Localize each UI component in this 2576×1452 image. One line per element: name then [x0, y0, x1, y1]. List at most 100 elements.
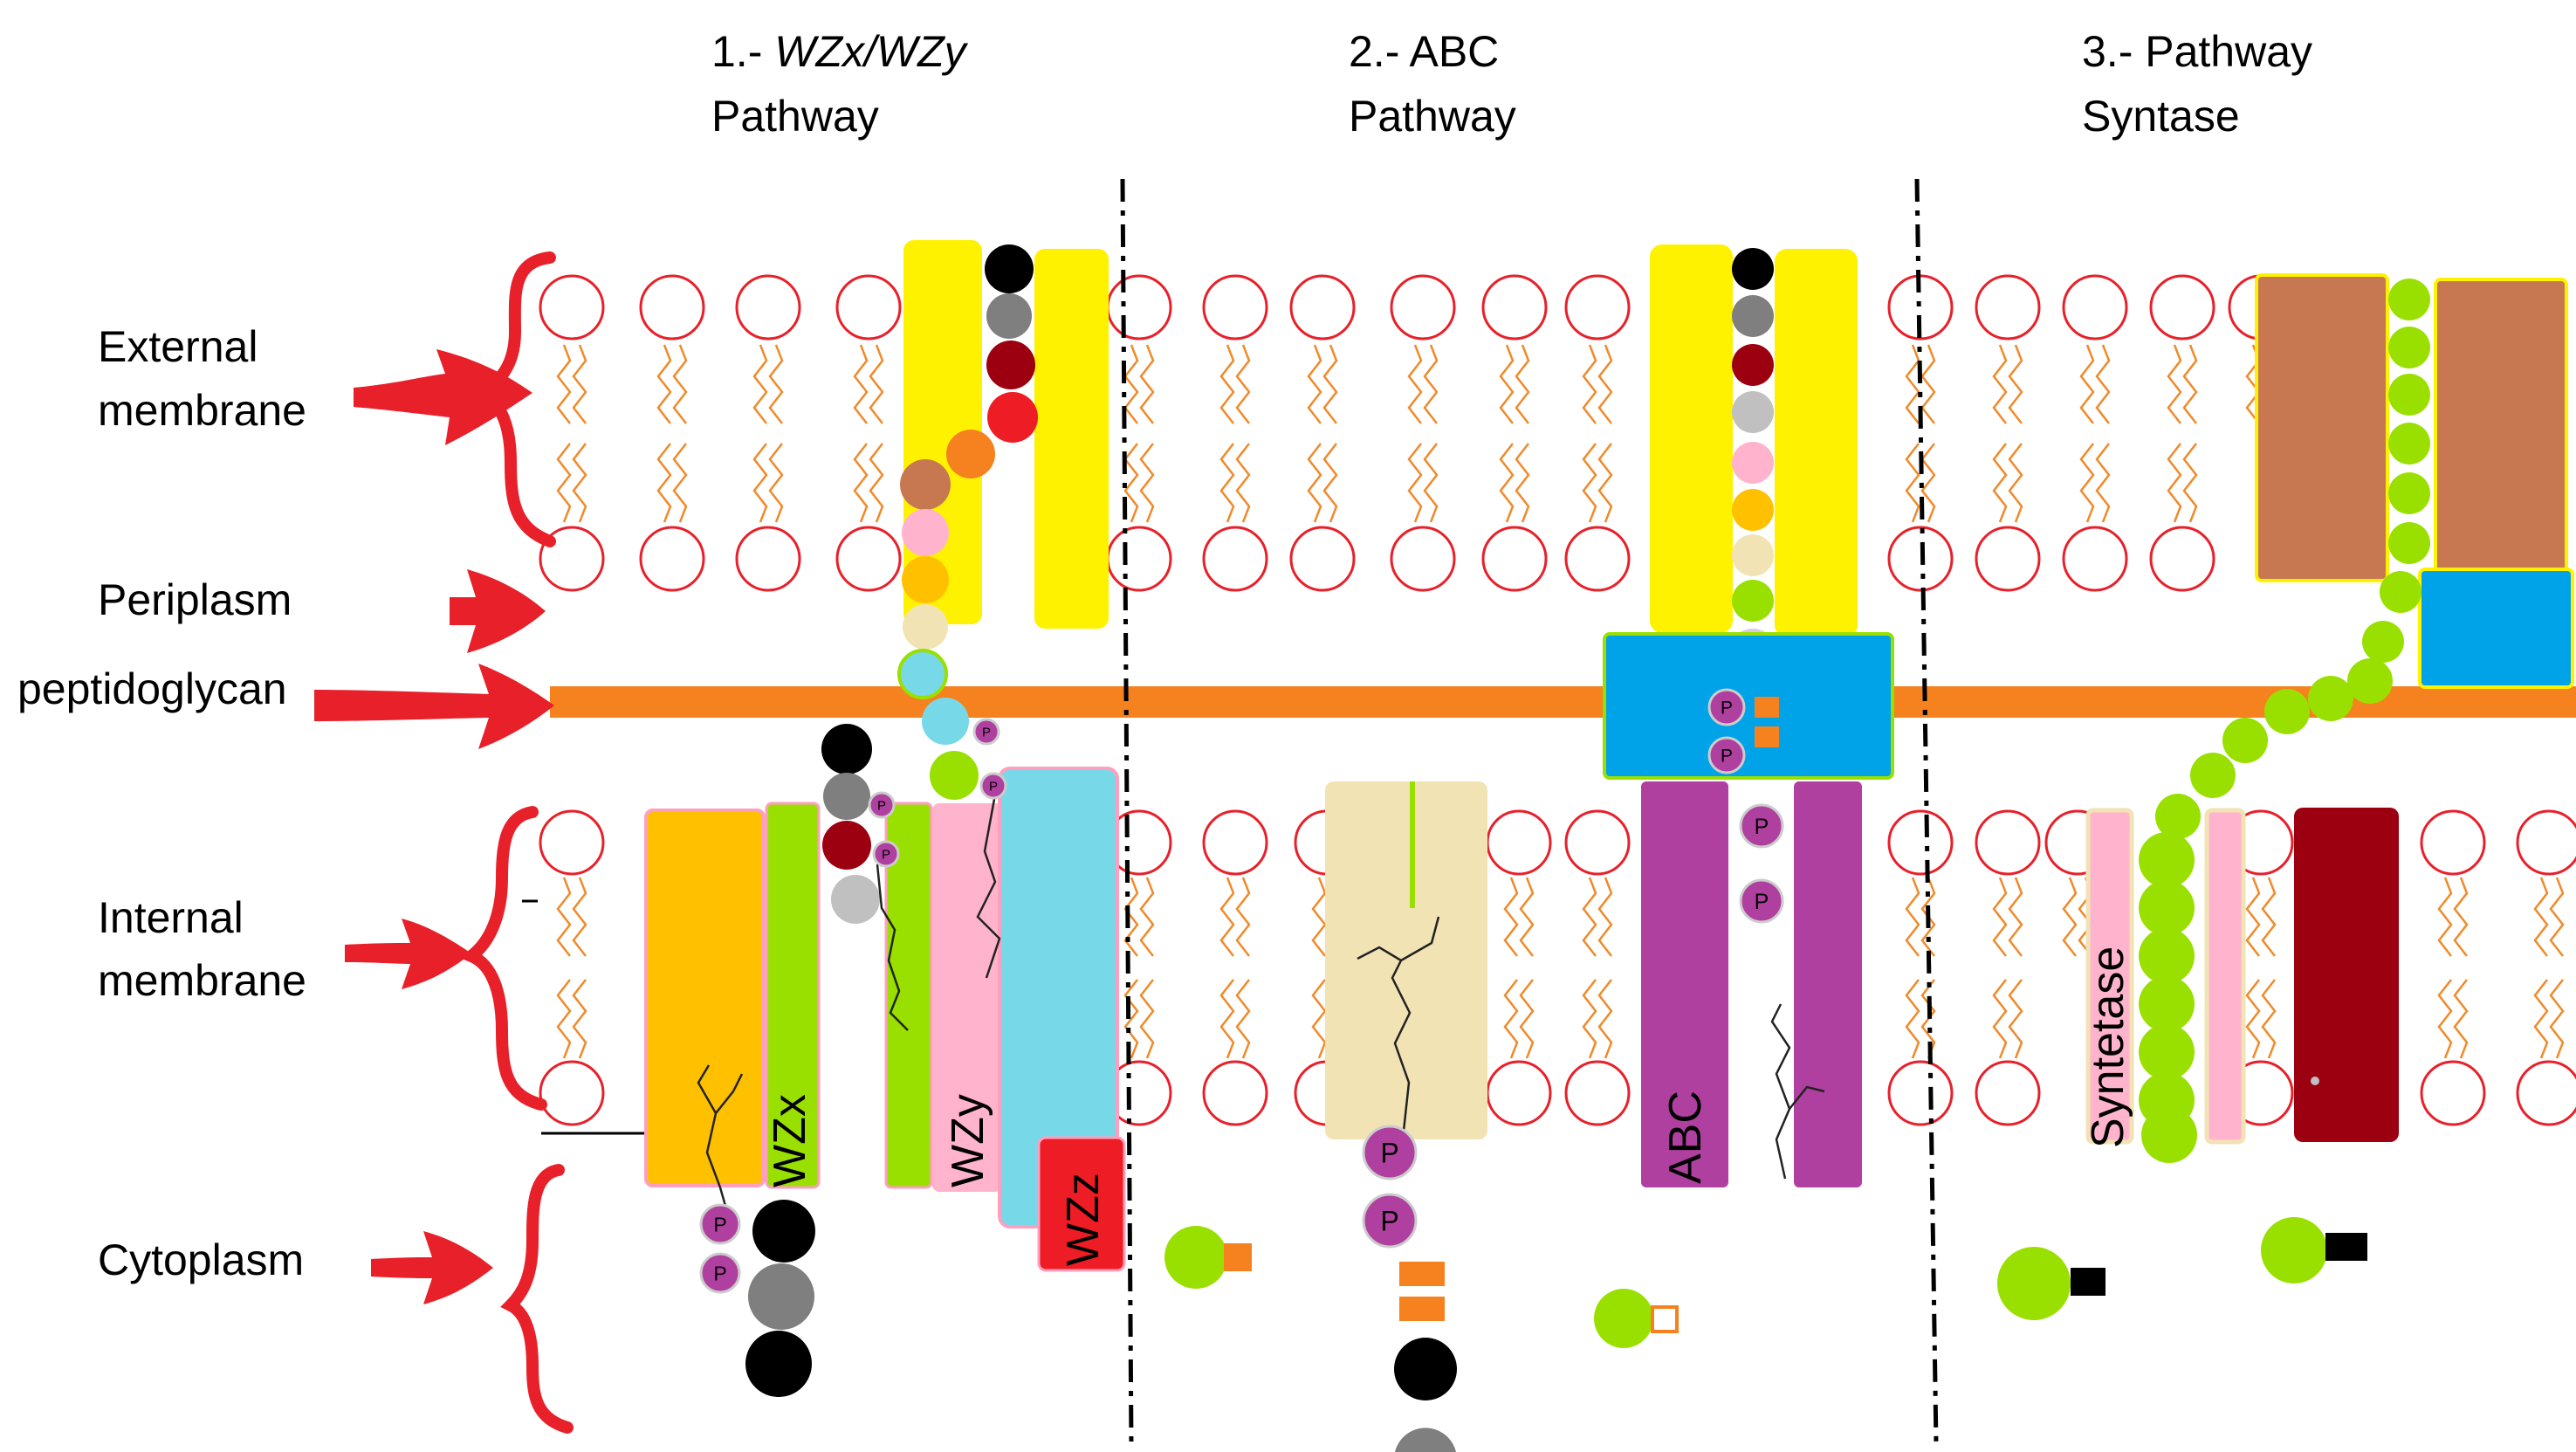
syn-sugar — [2139, 1024, 2195, 1080]
wz-pathway-title-2: Pathway — [711, 92, 879, 141]
wz-lipid-chain-3 — [697, 1064, 731, 1219]
syn-nucleotide-green-1 — [1997, 1247, 2071, 1320]
lipid-head — [1564, 1060, 1631, 1126]
lipid-tail — [572, 443, 587, 523]
lipid-tail — [2245, 877, 2261, 957]
wz-sugar-red — [987, 392, 1038, 443]
lipid-head — [2062, 274, 2128, 341]
syn-sugar — [2380, 571, 2421, 613]
wz-pathway: WZx WZy WZz — [644, 240, 1126, 1397]
lipid-head — [1289, 526, 1356, 592]
lipid-tail — [2095, 443, 2111, 523]
lipid-head — [2149, 526, 2215, 592]
abc-sugar-gray — [1732, 295, 1774, 337]
lipid-tail — [1519, 877, 1535, 957]
lipid-head — [2062, 526, 2128, 592]
wz-title-number: 1.- — [711, 27, 774, 76]
wzy-label: WZy — [943, 1094, 993, 1187]
lipid-tail — [1992, 344, 2008, 424]
wz-lipid-chain-1 — [976, 794, 1001, 979]
lipid-head — [1564, 526, 1631, 592]
lipid-tail — [1219, 979, 1235, 1059]
lipid-tail — [2062, 877, 2078, 957]
abc-blue-periplasmic-box — [1603, 632, 1894, 780]
lipid-tail — [2533, 877, 2549, 957]
wz-lipid-chain-2 — [876, 864, 909, 1031]
lipid-tail — [2095, 344, 2111, 424]
syn-sugar — [2141, 1107, 2197, 1163]
separator-2 — [1914, 178, 1939, 1446]
lipid-tail — [752, 443, 768, 523]
abc-label: ABC — [1660, 1091, 1711, 1184]
syn-sugar — [2388, 374, 2430, 416]
lipid-head — [1887, 1060, 1954, 1126]
syn-sugar — [2155, 794, 2201, 839]
lipid-tail — [2182, 344, 2198, 424]
lipid-tail — [1992, 877, 2008, 957]
lipid-tail — [572, 344, 587, 424]
lipid-tail — [572, 877, 587, 957]
lipid-tail — [556, 443, 572, 523]
syn-sugar — [2362, 621, 2404, 663]
wz-sugar-darkred — [986, 341, 1035, 389]
lipid-tail — [1597, 877, 1613, 957]
wzx-right-segment — [884, 802, 933, 1189]
lipid-tail — [2167, 344, 2182, 424]
syn-sugar-chain — [2139, 279, 2430, 1163]
lipid-tail — [1597, 443, 1613, 523]
phosphate-icon — [699, 1203, 741, 1245]
phosphate-symbol: P — [1380, 1137, 1398, 1168]
lipid-tail — [1992, 443, 2008, 523]
lipid-tail — [1905, 344, 1920, 424]
lipid-tail — [1322, 443, 1338, 523]
lipid-head — [1887, 526, 1954, 592]
phosphate-icon — [979, 772, 1007, 800]
phosphate-symbol: P — [1721, 747, 1733, 767]
region-markers — [314, 251, 574, 1434]
lipid-tail — [1503, 877, 1519, 957]
abc-pathway-title-1: 2.- ABC — [1349, 27, 1499, 76]
lipid-tail — [1597, 979, 1613, 1059]
syn-sugar — [2388, 472, 2430, 514]
lipid-tail — [672, 344, 688, 424]
abc-sugar-lightgray — [1732, 391, 1774, 433]
lipid-head — [735, 526, 801, 592]
phosphate-symbol: P — [989, 779, 998, 794]
abc-beige-protein — [1325, 781, 1487, 1139]
lipid-head — [1481, 526, 1548, 592]
wz-cyto-sugar-gray — [823, 773, 870, 820]
phosphate-symbol: P — [1721, 698, 1733, 719]
lipid-tail — [2167, 443, 2182, 523]
lipid-head — [1202, 809, 1268, 876]
peptidoglycan-label: peptidoglycan — [17, 664, 287, 713]
lipid-head — [1975, 526, 2041, 592]
lipid-tail — [2182, 443, 2198, 523]
abc-sugar-black — [1732, 248, 1774, 290]
abc-pathway: ABC — [1164, 244, 1894, 1452]
lipid-tail — [1139, 877, 1155, 957]
syn-nucleotide-black-2 — [2325, 1233, 2367, 1261]
phosphate-icon — [868, 791, 896, 819]
wz-cyto-sugar-lightgray — [831, 875, 880, 924]
abc-outer-porin-left — [1650, 244, 1733, 633]
lipid-head — [1486, 809, 1552, 876]
syn-nucleotide-black-1 — [2071, 1268, 2105, 1296]
abc-transporter-right — [1794, 781, 1862, 1187]
lipid-tail — [2008, 979, 2023, 1059]
syn-darkred-dot — [2311, 1077, 2319, 1085]
lipid-head — [1975, 274, 2041, 341]
syntase-pathway-title-2: Syntase — [2082, 92, 2240, 141]
lipid-head — [1390, 526, 1456, 592]
abc-nucleotide-orange-1 — [1224, 1243, 1252, 1271]
lipid-tail — [672, 443, 688, 523]
lipid-tail — [1515, 443, 1530, 523]
lipid-head — [539, 809, 605, 876]
lipid-tail — [1235, 979, 1251, 1059]
abc-sugar-darkred — [1732, 344, 1774, 386]
lipid-tail — [656, 443, 672, 523]
phosphate-symbol: P — [1755, 890, 1769, 914]
wzx-label: WZx — [765, 1094, 815, 1187]
lipid-tail — [1235, 344, 1251, 424]
internal-membrane-label-1: Internal — [98, 893, 244, 942]
phosphate-symbol: P — [877, 798, 886, 813]
